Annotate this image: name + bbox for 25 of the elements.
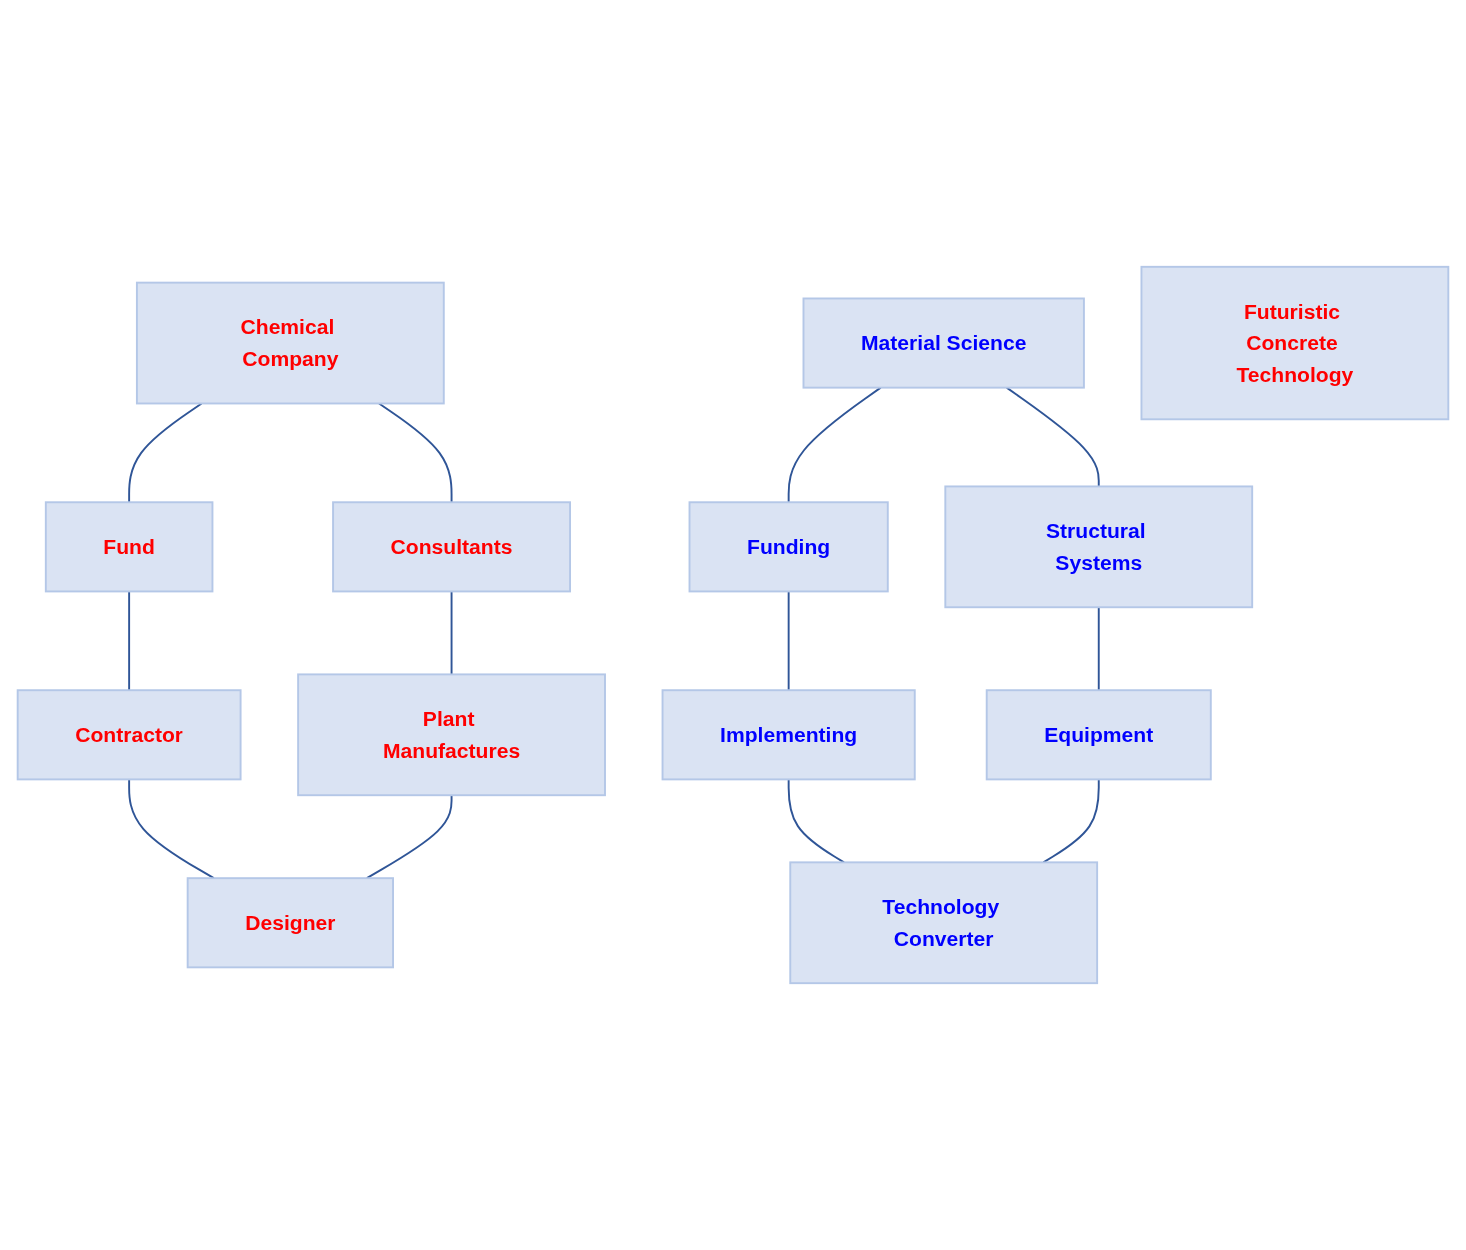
- connector: [450, 590, 453, 676]
- connector: [1097, 606, 1100, 692]
- node-box: Designer: [186, 877, 394, 969]
- connector: [1042, 778, 1100, 864]
- node-box: Technology Converter: [789, 861, 1099, 985]
- node-box: Chemical Company: [135, 281, 445, 405]
- node-box: Futuristic Concrete Technology: [1140, 265, 1450, 421]
- node-box: Consultants: [332, 501, 571, 593]
- connector: [128, 590, 131, 692]
- connector: [787, 778, 845, 864]
- node-box: Structural Systems: [944, 485, 1254, 609]
- node-box: Equipment: [985, 689, 1212, 781]
- node-box: Funding: [688, 501, 889, 593]
- node-box: Contractor: [16, 689, 242, 781]
- connector: [787, 590, 790, 692]
- connector: [365, 794, 453, 880]
- connector: [128, 402, 203, 504]
- node-box: Material Science: [802, 297, 1085, 389]
- connector: [787, 386, 882, 504]
- node-box: Implementing: [661, 689, 916, 781]
- connector: [378, 402, 453, 504]
- connector: [1005, 386, 1100, 488]
- node-box: Fund: [44, 501, 214, 593]
- node-box: Plant Manufactures: [297, 673, 606, 797]
- connector: [128, 778, 215, 880]
